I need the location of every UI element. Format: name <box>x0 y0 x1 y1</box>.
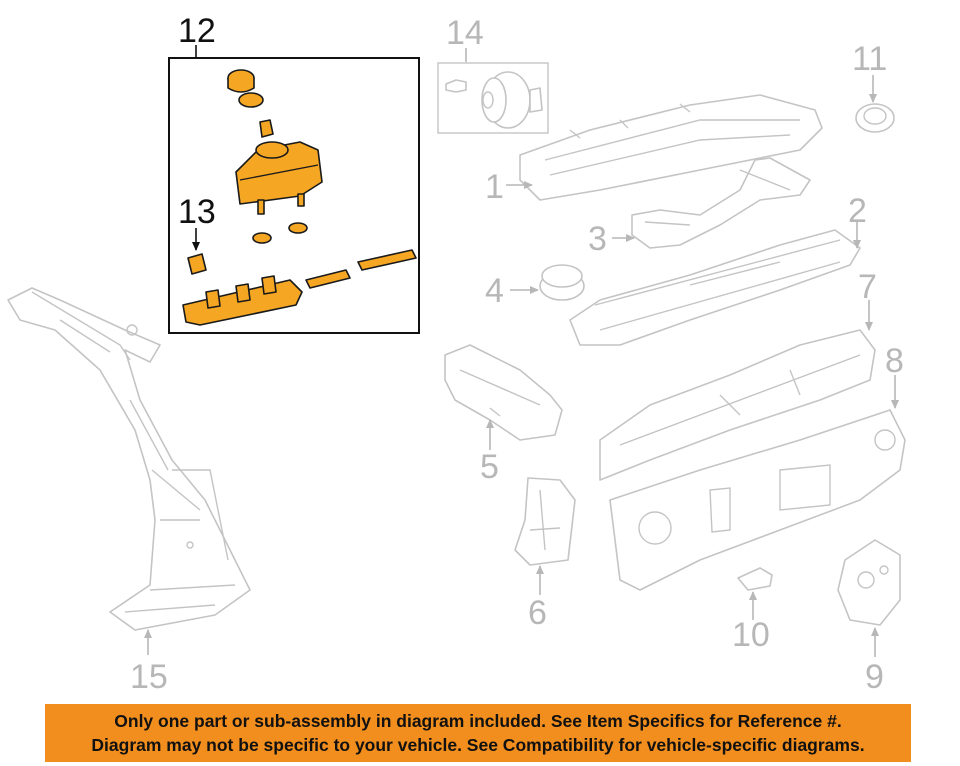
callout-3: 3 <box>588 220 607 258</box>
callout-11: 11 <box>852 40 887 78</box>
part-10-clip <box>737 567 773 591</box>
callout-12: 12 <box>178 12 216 50</box>
part-8-dash-panel <box>609 409 906 591</box>
callout-15: 15 <box>130 658 168 696</box>
callout-13: 13 <box>178 193 216 231</box>
part-3-brace <box>631 157 811 249</box>
callout-9: 9 <box>865 658 884 696</box>
callout-14: 14 <box>446 14 484 52</box>
callout-10: 10 <box>732 616 770 654</box>
part-13-sensor <box>187 253 207 275</box>
part-15-pillar <box>7 287 251 631</box>
part-7-panel <box>599 329 876 481</box>
callout-5: 5 <box>480 448 499 486</box>
part-9-plate <box>837 539 901 626</box>
disclaimer-banner: Only one part or sub-assembly in diagram… <box>45 704 911 762</box>
callout-7: 7 <box>858 268 877 306</box>
disclaimer-line-1: Only one part or sub-assembly in diagram… <box>114 711 842 731</box>
callout-2: 2 <box>848 192 867 230</box>
part-4-plug <box>539 264 585 301</box>
part-5-bracket <box>444 344 563 441</box>
part-14-brake-booster <box>437 62 549 134</box>
callout-8: 8 <box>885 342 904 380</box>
part-12-master-cylinder <box>168 57 420 334</box>
callout-6: 6 <box>528 594 547 632</box>
parts-diagram: 1 2 3 4 5 6 7 8 9 10 11 12 13 14 15 <box>7 12 906 696</box>
part-2-plenum <box>569 229 861 346</box>
disclaimer-line-2: Diagram may not be specific to your vehi… <box>91 735 865 755</box>
leader-lines <box>144 45 899 657</box>
part-1-cowl-panel <box>519 94 823 201</box>
part-6-bracket <box>514 477 576 566</box>
part-11-grommet <box>855 103 895 133</box>
callout-1: 1 <box>485 168 504 206</box>
callout-4: 4 <box>485 272 504 310</box>
